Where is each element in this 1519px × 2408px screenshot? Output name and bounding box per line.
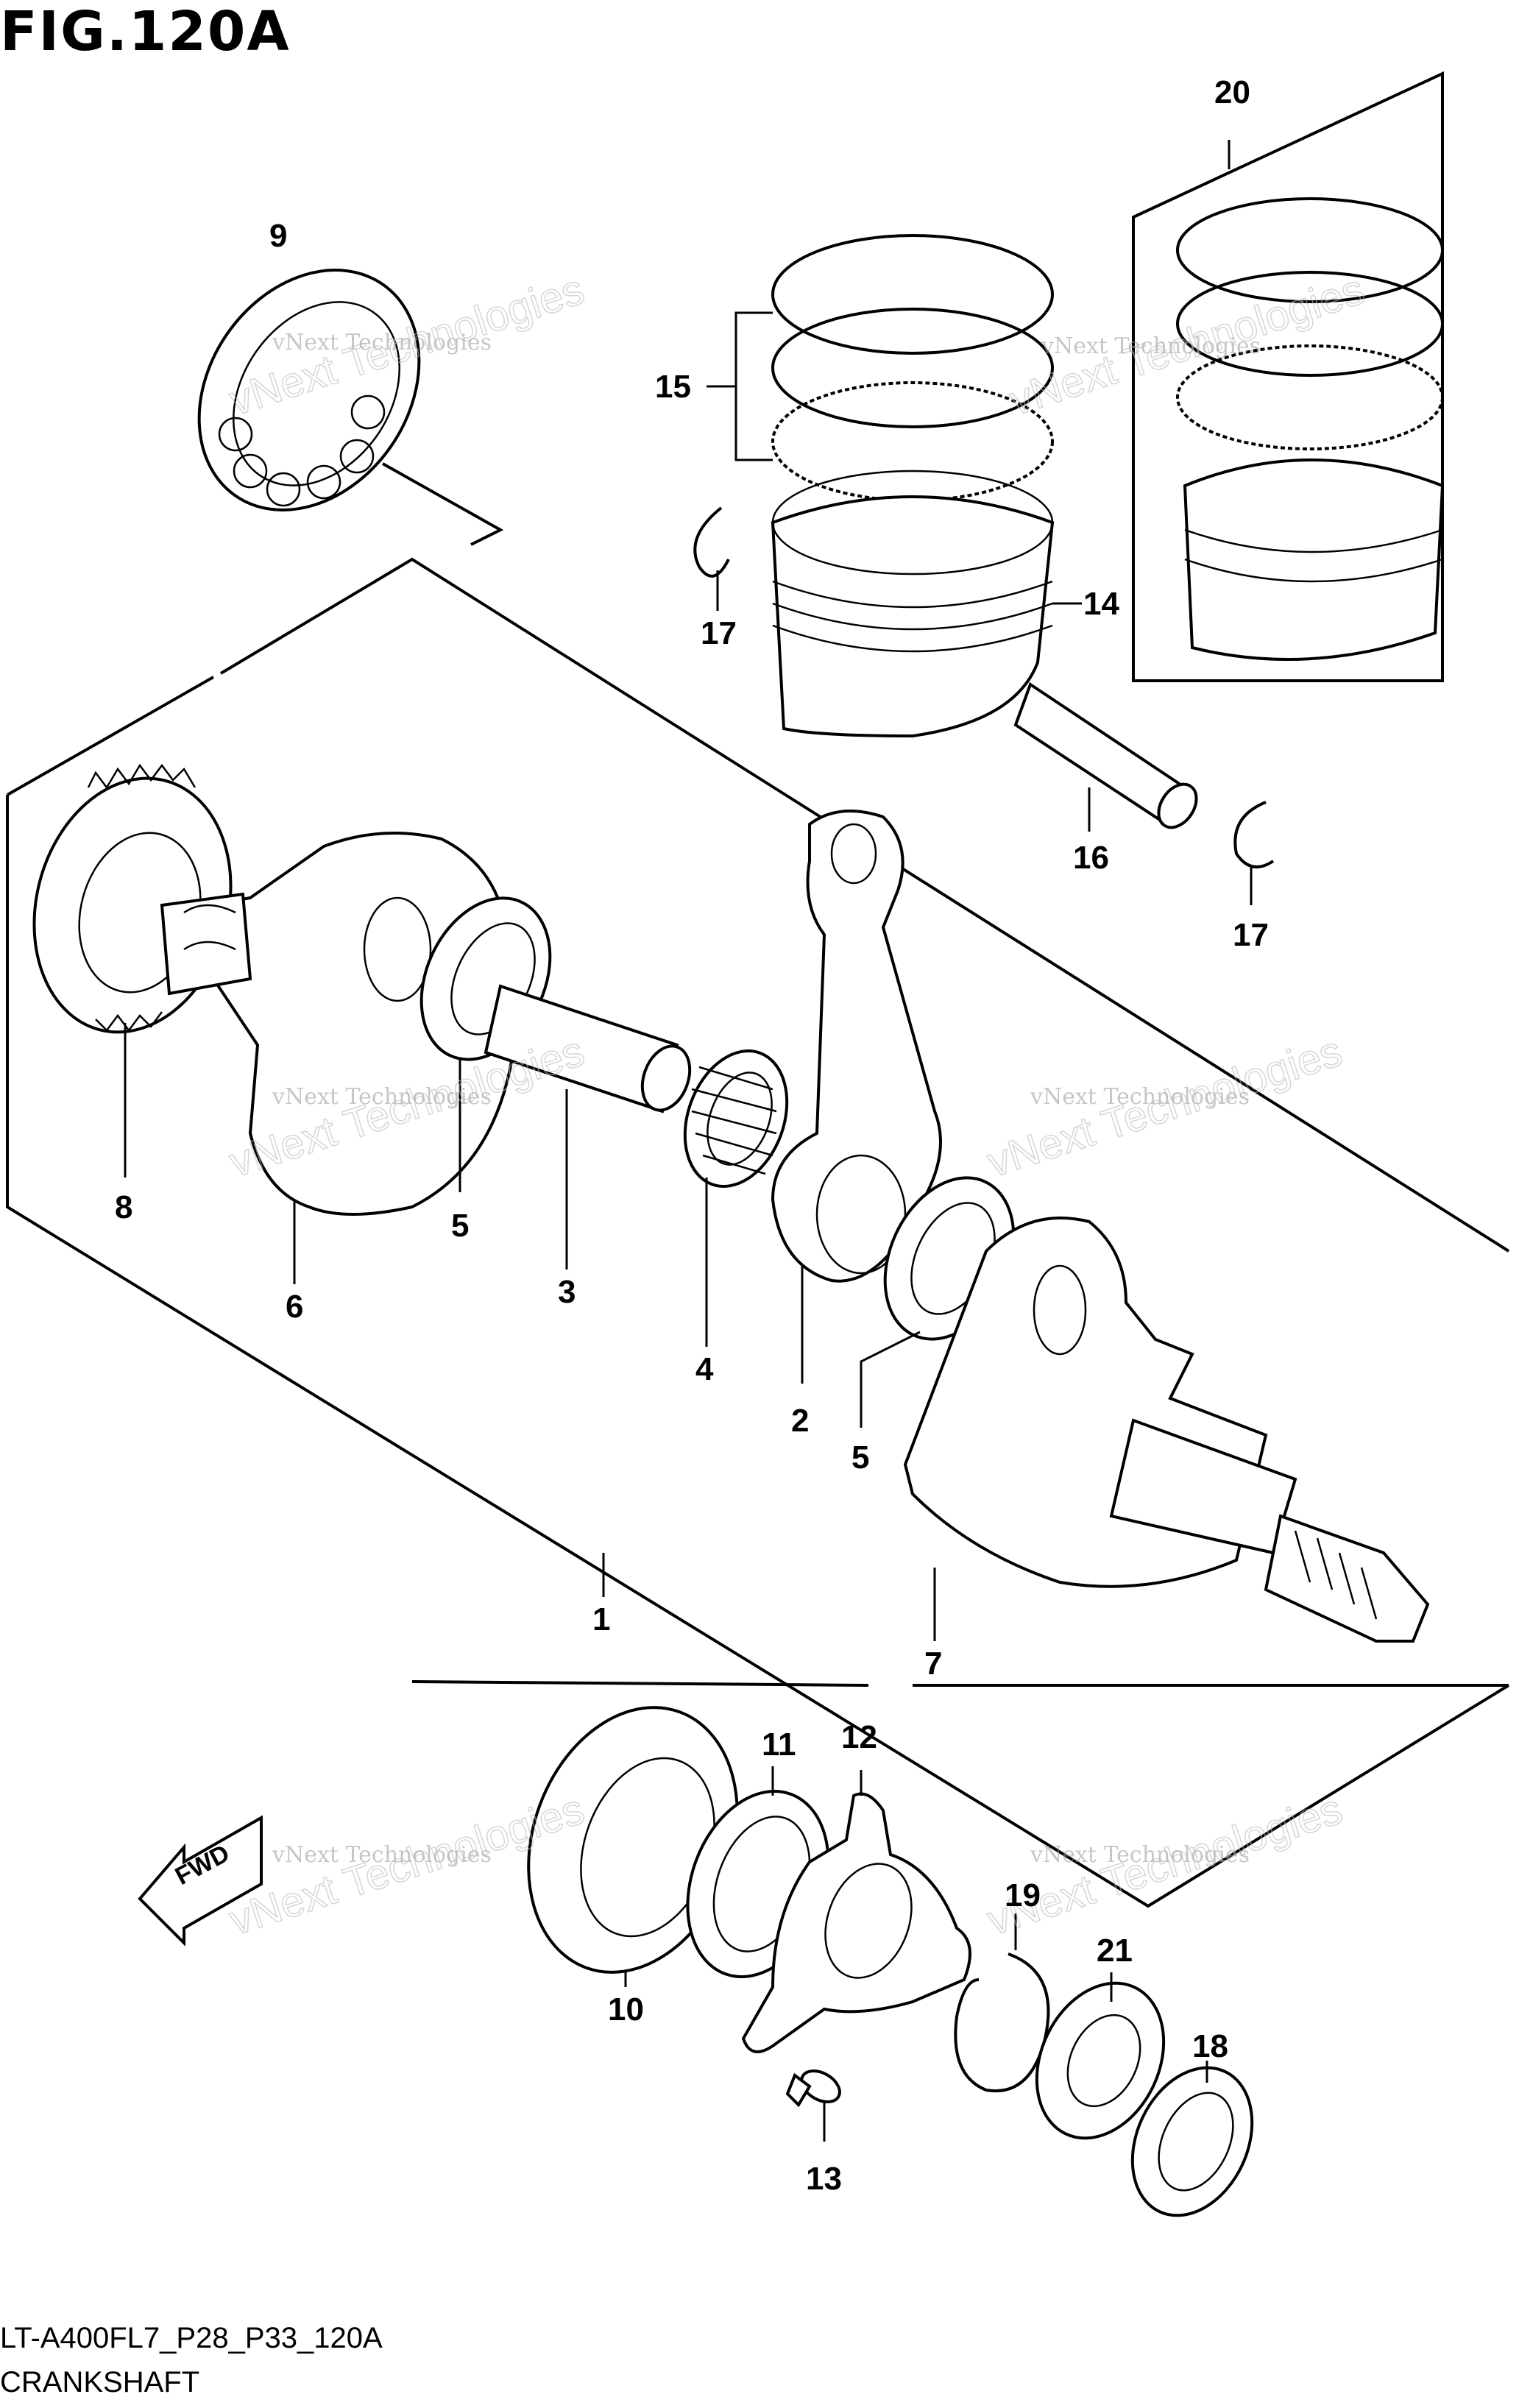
crankshaft-assembly-outline [6, 557, 1510, 1908]
callout-6: 6 [286, 1289, 303, 1325]
callout-21: 21 [1097, 1933, 1133, 1969]
piston-14 [771, 470, 1082, 738]
figure-name: CRANKSHAFT [0, 2366, 200, 2398]
watermark-text: vNext Technologies [1030, 1084, 1250, 1110]
callout-4: 4 [695, 1351, 714, 1387]
bearing-9 [197, 269, 504, 546]
bearing-retainer-12 [741, 1770, 971, 2053]
callouts: 1 2 3 4 5 5 6 7 8 9 10 11 12 13 14 15 16… [115, 74, 1269, 2197]
watermark-text: vNext Technologies [272, 1842, 492, 1868]
callout-14: 14 [1083, 586, 1119, 622]
callout-5-right: 5 [851, 1440, 869, 1476]
callout-10: 10 [608, 1991, 644, 2028]
callout-3: 3 [558, 1274, 576, 1310]
oil-seal-18 [1130, 2061, 1254, 2217]
piston-rings-15 [707, 234, 1054, 502]
needle-bearing-4 [683, 1049, 789, 1347]
callout-5-left: 5 [451, 1208, 469, 1244]
crank-pin-3 [484, 984, 692, 1269]
piston-set-box [1132, 71, 1444, 682]
callout-13: 13 [806, 2161, 842, 2197]
screw-13 [785, 2069, 841, 2142]
callout-2: 2 [791, 1403, 809, 1439]
watermark-text: vNext Technologies [1030, 1842, 1250, 1868]
callout-18: 18 [1192, 2028, 1228, 2064]
callout-12: 12 [841, 1719, 877, 1755]
callout-15: 15 [655, 369, 691, 405]
circlip-17-left [693, 506, 730, 611]
bearing-10 [527, 1706, 739, 1987]
connecting-rod-2 [771, 810, 942, 1384]
watermark-text: vNext Technologies [272, 330, 492, 355]
callout-9: 9 [269, 218, 287, 254]
piston-set-20-parts [1176, 140, 1445, 661]
piston-pin-16 [1013, 681, 1198, 832]
callout-19: 19 [1005, 1877, 1041, 1913]
figure-title: FIG.120A [0, 0, 291, 63]
circlip-17-right [1233, 801, 1275, 905]
callout-17-right: 17 [1233, 917, 1269, 953]
circlip-19 [954, 1913, 1050, 2093]
callout-16: 16 [1073, 840, 1109, 876]
callout-8: 8 [115, 1189, 132, 1225]
watermark-text: vNext Technologies [272, 1084, 492, 1110]
callout-11: 11 [762, 1727, 796, 1763]
callout-20: 20 [1214, 74, 1250, 110]
crank-web-6 [160, 832, 517, 1284]
callout-1: 1 [592, 1601, 610, 1637]
callout-7: 7 [924, 1646, 942, 1682]
figure-code: LT-A400FL7_P28_P33_120A [0, 2322, 383, 2354]
crank-web-7 [903, 1217, 1430, 1643]
watermark-text: vNext Technologies [1041, 333, 1261, 359]
bearing-21 [1035, 1972, 1166, 2140]
callout-17-left: 17 [701, 615, 737, 651]
